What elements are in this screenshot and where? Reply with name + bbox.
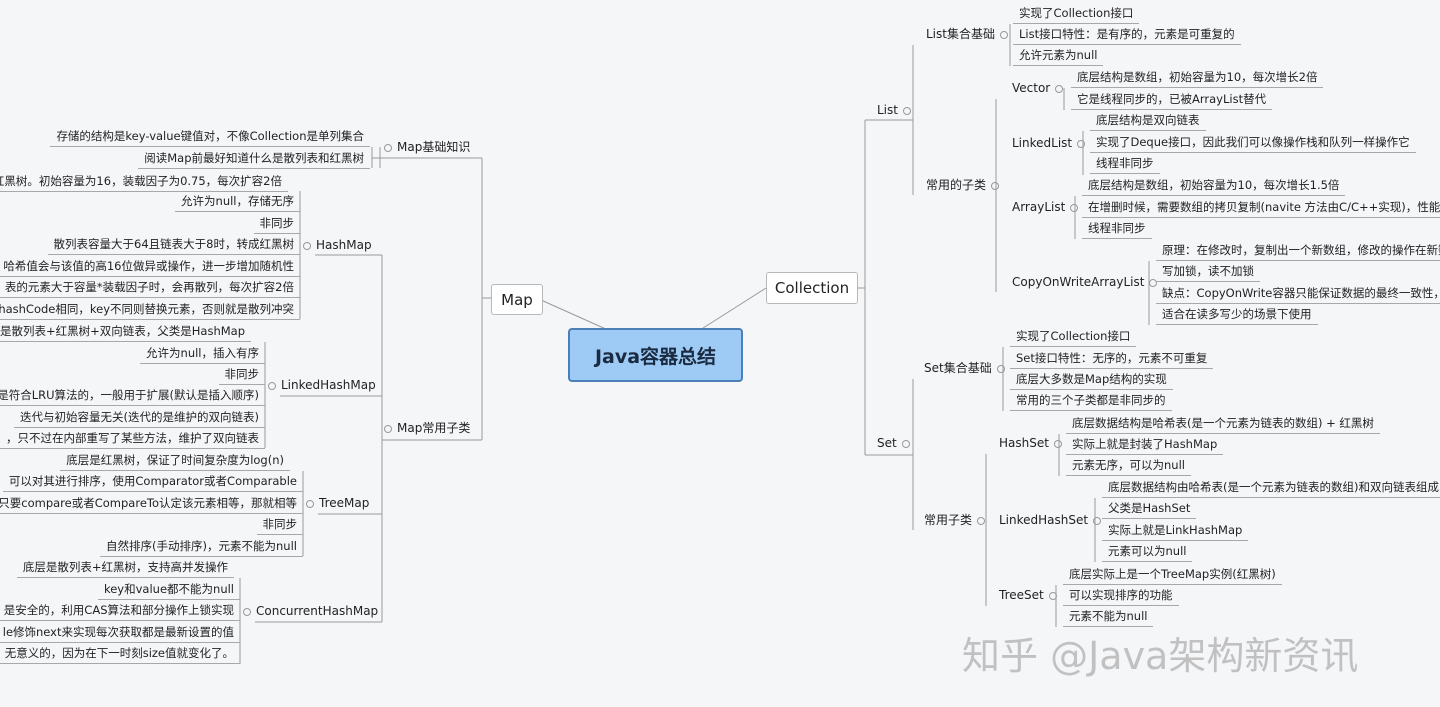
- leaf: 底层大多数是Map结构的实现: [1010, 369, 1173, 390]
- map-subclasses-node[interactable]: Map常用子类: [384, 418, 470, 438]
- linkedhashset-node[interactable]: LinkedHashSet: [999, 510, 1101, 530]
- treeset-node[interactable]: TreeSet: [999, 585, 1057, 605]
- leaf: 迭代与初始容量无关(迭代的是维护的双向链表): [14, 407, 265, 428]
- leaf: le修饰next来实现每次获取都是最新设置的值: [0, 622, 240, 643]
- leaf: 是符合LRU算法的，一般用于扩展(默认是插入顺序): [0, 385, 265, 406]
- leaf: 可以实现排序的功能: [1063, 585, 1179, 606]
- leaf: 非同步: [256, 514, 303, 535]
- leaf: 实际上就是LinkHashMap: [1102, 520, 1249, 541]
- linkedhashmap-node[interactable]: LinkedHashMap: [268, 375, 376, 395]
- concurrenthashmap-node[interactable]: ConcurrentHashMap: [243, 601, 378, 621]
- leaf: 实际上就是封装了HashMap: [1066, 434, 1224, 455]
- leaf: 元素不能为null: [1063, 606, 1154, 627]
- leaf: 无意义的，因为在下一时刻size值就变化了。: [0, 643, 240, 664]
- leaf: 实现了Collection接口: [1013, 3, 1140, 24]
- list-subclasses-node[interactable]: 常用的子类: [926, 175, 999, 195]
- leaf: 表的元素大于容量*装载因子时，会再散列，每次扩容2倍: [0, 277, 300, 298]
- leaf: 底层结构是数组，初始容量为10，每次增长2倍: [1071, 67, 1324, 88]
- hashmap-node[interactable]: HashMap: [303, 235, 372, 255]
- leaf: Set接口特性：无序的，元素不可重复: [1010, 348, 1214, 369]
- leaf: 原理：在修改时，复制出一个新数组，修改的操作在新数: [1156, 240, 1440, 261]
- leaf: ，只不过在内部重写了某些方法，维护了双向链表: [0, 428, 265, 449]
- leaf: 底层结构是双向链表: [1090, 110, 1206, 131]
- leaf: 自然排序(手动排序)，元素不能为null: [100, 536, 303, 557]
- list-basics-node[interactable]: List集合基础: [926, 24, 1008, 44]
- set-basics-node[interactable]: Set集合基础: [924, 358, 1005, 378]
- set-subclasses-node[interactable]: 常用子类: [924, 510, 985, 530]
- leaf: 元素可以为null: [1102, 541, 1193, 562]
- linkedlist-node[interactable]: LinkedList: [1012, 133, 1085, 153]
- leaf: 它是线程同步的，已被ArrayList替代: [1071, 89, 1273, 110]
- copyonwritearraylist-node[interactable]: CopyOnWriteArrayList: [1012, 272, 1157, 292]
- treemap-node[interactable]: TreeMap: [306, 493, 369, 513]
- vector-node[interactable]: Vector: [1012, 78, 1063, 98]
- leaf: 适合在读多写少的场景下使用: [1156, 304, 1318, 325]
- leaf: 阅读Map前最好知道什么是散列表和红黑树: [138, 148, 370, 169]
- map-node[interactable]: Map: [491, 284, 543, 315]
- leaf: 线程非同步: [1082, 218, 1152, 239]
- set-node[interactable]: Set: [877, 433, 910, 453]
- watermark: 知乎 @Java架构新资讯: [962, 634, 1359, 678]
- leaf: 父类是HashSet: [1102, 498, 1197, 519]
- leaf: 允许为null，存储无序: [175, 191, 300, 212]
- list-node[interactable]: List: [877, 100, 911, 120]
- collection-node[interactable]: Collection: [766, 272, 858, 304]
- leaf: 允许元素为null: [1013, 45, 1104, 66]
- leaf: hashCode相同，key不同则替换元素，否则就是散列冲突: [0, 299, 300, 320]
- leaf: 元素无序，可以为null: [1066, 455, 1191, 476]
- central-topic[interactable]: Java容器总结: [568, 328, 743, 382]
- leaf: 常用的三个子类都是非同步的: [1010, 390, 1172, 411]
- leaf: 底层结构是数组，初始容量为10，每次增长1.5倍: [1082, 175, 1346, 196]
- arraylist-node[interactable]: ArrayList: [1012, 197, 1078, 217]
- leaf: 可以对其进行排序，使用Comparator或者Comparable: [2, 471, 303, 492]
- leaf: List接口特性：是有序的，元素是可重复的: [1013, 24, 1241, 45]
- leaf: 写加锁，读不加锁: [1156, 261, 1260, 282]
- leaf: 只要compare或者CompareTo认定该元素相等，那就相等: [0, 493, 303, 514]
- leaf: 实现了Collection接口: [1010, 326, 1137, 347]
- leaf: key和value都不能为null: [97, 579, 240, 600]
- leaf: 底层实际上是一个TreeMap实例(红黑树): [1063, 564, 1282, 585]
- leaf: 非同步: [253, 213, 300, 234]
- leaf: 非同步: [218, 364, 265, 385]
- hashset-node[interactable]: HashSet: [999, 433, 1062, 453]
- leaf: 底层数据结构是哈希表(是一个元素为链表的数组) + 红黑树: [1066, 413, 1380, 434]
- leaf: 存储的结构是key-value键值对，不像Collection是单列集合: [50, 126, 370, 147]
- leaf: 哈希值会与该值的高16位做异或操作，进一步增加随机性: [0, 256, 300, 277]
- map-basics-node[interactable]: Map基础知识: [384, 137, 470, 157]
- leaf: 底层是红黑树，保证了时间复杂度为log(n): [60, 450, 290, 471]
- leaf: 层是散列表+红黑树+双向链表，父类是HashMap: [0, 321, 251, 342]
- leaf: 底层是散列表+红黑树，支持高并发操作: [16, 557, 234, 578]
- leaf: 缺点：CopyOnWrite容器只能保证数据的最终一致性，: [1156, 283, 1440, 304]
- leaf: 散列表容量大于64且链表大于8时，转成红黑树: [47, 234, 300, 255]
- leaf: 实现了Deque接口，因此我们可以像操作栈和队列一样操作它: [1090, 132, 1416, 153]
- leaf: +红黑树。初始容量为16，装载因子为0.75，每次扩容2倍: [0, 171, 288, 192]
- leaf: 是安全的，利用CAS算法和部分操作上锁实现: [0, 600, 240, 621]
- leaf: 在增删时候，需要数组的拷贝复制(navite 方法由C/C++实现)，性能还: [1082, 197, 1440, 218]
- leaf: 允许为null，插入有序: [140, 343, 265, 364]
- leaf: 线程非同步: [1090, 153, 1160, 174]
- leaf: 底层数据结构由哈希表(是一个元素为链表的数组)和双向链表组成: [1102, 477, 1440, 498]
